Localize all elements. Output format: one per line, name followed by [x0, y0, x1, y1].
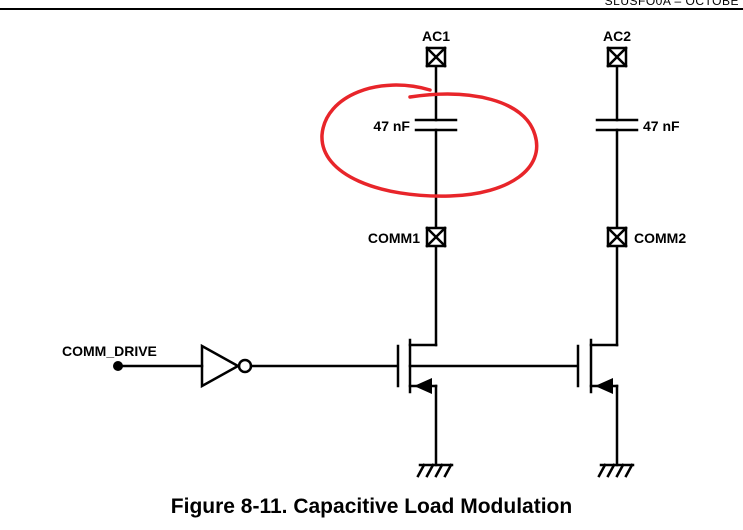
ground-2-icon [597, 463, 635, 478]
label-comm2: COMM2 [634, 230, 686, 246]
label-cap2: 47 nF [643, 118, 680, 134]
label-comm-drive: COMM_DRIVE [62, 343, 157, 359]
source-arrow-1-icon [414, 378, 432, 394]
ground-1-icon [416, 463, 454, 478]
figure-caption: Figure 8-11. Capacitive Load Modulation [170, 495, 573, 518]
terminal-comm2-icon [606, 226, 628, 248]
capacitor-2 [595, 118, 639, 132]
header-rule [0, 8, 743, 10]
source-arrow-2-icon [595, 378, 613, 394]
label-cap1: 47 nF [373, 118, 410, 134]
terminal-ac1-icon [425, 46, 447, 68]
annotation-circle [320, 83, 539, 198]
label-ac1: AC1 [422, 28, 450, 44]
label-ac2: AC2 [603, 28, 631, 44]
inverter-icon [200, 343, 241, 389]
inverter-bubble [237, 358, 253, 374]
input-node-dot [113, 361, 123, 371]
label-comm1: COMM1 [368, 230, 420, 246]
terminal-ac2-icon [606, 46, 628, 68]
schematic: AC1 AC2 47 nF 47 nF COMM1 COMM2 COMM_DRI… [62, 28, 686, 478]
nmos-transistor-2 [576, 338, 593, 394]
document-reference: SLUSFO0A – OCTOBE [604, 0, 739, 8]
nmos-transistor-1 [396, 338, 412, 394]
terminal-comm1-icon [425, 226, 447, 248]
capacitor-1 [414, 118, 458, 132]
